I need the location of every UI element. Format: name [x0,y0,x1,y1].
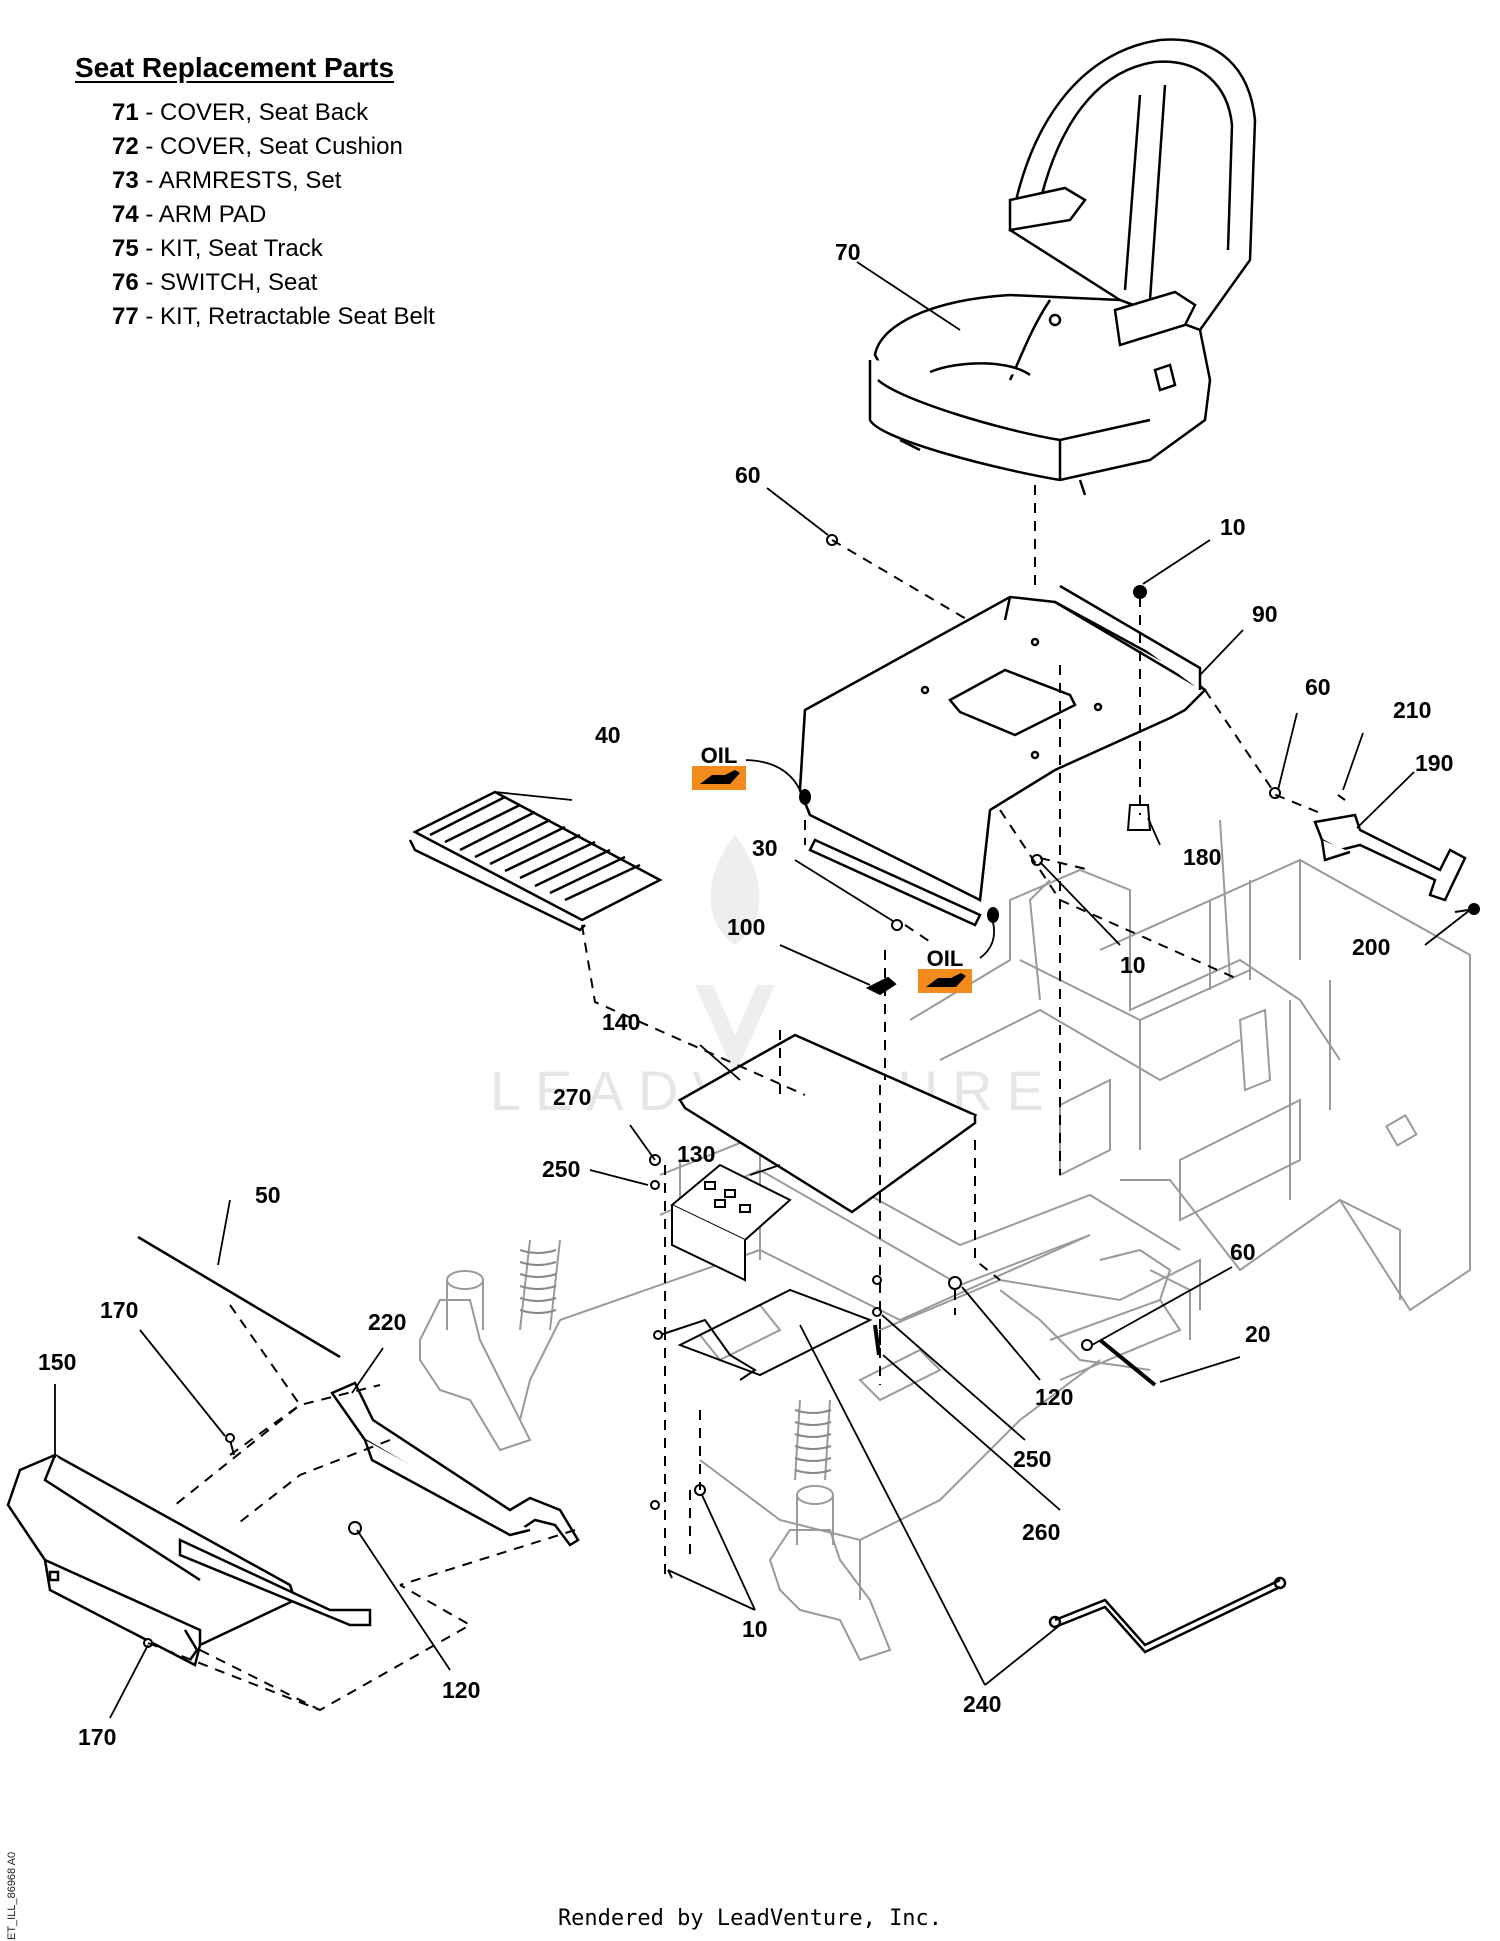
part-description: - ARM PAD [145,201,267,228]
seat-switch-bracket [1313,813,1467,902]
seat-replacement-parts-list: Seat Replacement Parts 71 - COVER, Seat … [75,52,495,334]
part-description: - SWITCH, Seat [145,269,318,296]
bumper-left [799,789,811,805]
linkage-rod [659,1318,757,1381]
callout-130: 130 [677,1141,715,1167]
callout-10: 10 [742,1616,768,1642]
oil-can-icon [926,973,966,987]
front-cover [6,1453,297,1667]
part-description: - ARMRESTS, Set [145,167,342,194]
callout-170: 170 [78,1724,116,1750]
part-number: 71 [112,99,139,126]
callout-250: 250 [1013,1446,1051,1472]
part-number: 77 [112,303,139,330]
part-description: - COVER, Seat Cushion [145,133,403,160]
seat-pan [798,584,1207,927]
list-item: 76 - SWITCH, Seat [75,266,495,300]
part-number: 75 [112,235,139,262]
assembly-lines [147,485,1326,1712]
oil-text-2: OIL [927,946,964,971]
callout-170: 170 [100,1297,138,1323]
callout-90: 90 [1252,601,1278,627]
callout-150: 150 [38,1349,76,1375]
watermark-logo [695,835,775,1075]
bumper-right [987,907,999,923]
list-item: 71 - COVER, Seat Back [75,96,495,130]
footer-credit: Rendered by LeadVenture, Inc. [557,1906,943,1931]
callout-60: 60 [1305,674,1331,700]
pin [1098,1338,1157,1387]
list-item: 74 - ARM PAD [75,198,495,232]
oil-leader-1 [742,759,801,791]
callout-270: 270 [553,1084,591,1110]
list-item: 77 - KIT, Retractable Seat Belt [75,300,495,334]
callout-140: 140 [602,1009,640,1035]
list-item: 75 - KIT, Seat Track [75,232,495,266]
floor-plate [677,1033,978,1214]
callout-250: 250 [542,1156,580,1182]
callouts: 70 60 10 90 60 210 190 40 30 180 100 10 … [38,239,1453,1750]
callout-10: 10 [1220,514,1246,540]
callout-40: 40 [595,722,621,748]
oil-label-2: OIL [918,943,972,993]
callout-20: 20 [1245,1321,1271,1347]
oil-label-1: OIL [692,740,746,790]
control-rod [1048,1576,1287,1654]
step-plate [670,1163,873,1377]
parts-list-title: Seat Replacement Parts [75,52,395,83]
callout-260: 260 [1022,1519,1060,1545]
callout-180: 180 [1183,844,1221,870]
callout-210: 210 [1393,697,1431,723]
callout-50: 50 [255,1182,281,1208]
leader-lines [54,261,1471,1719]
floor-mat [408,790,663,932]
shock-coils [519,1249,832,1474]
callout-100: 100 [727,914,765,940]
callout-60: 60 [1230,1239,1256,1265]
part-description: - COVER, Seat Back [145,99,369,126]
callout-240: 240 [963,1691,1001,1717]
callout-30: 30 [752,835,778,861]
seat-assembly [868,38,1257,496]
list-item: 73 - ARMRESTS, Set [75,164,495,198]
list-item: 72 - COVER, Seat Cushion [75,130,495,164]
callout-120: 120 [442,1677,480,1703]
part-number: 73 [112,167,139,194]
callout-70: 70 [835,239,861,265]
oil-text-1: OIL [701,743,738,768]
part-description: - KIT, Retractable Seat Belt [145,303,435,330]
callout-190: 190 [1415,750,1453,776]
oil-leader-2 [979,921,995,959]
callout-200: 200 [1352,934,1390,960]
cable-rod [137,1235,341,1359]
part-number: 76 [112,269,139,296]
part-description: - KIT, Seat Track [145,235,323,262]
callout-220: 220 [368,1309,406,1335]
oil-can-icon [700,770,740,784]
callout-60: 60 [735,462,761,488]
front-bracket [178,1381,580,1627]
part-number: 72 [112,133,139,160]
callout-120: 120 [1035,1384,1073,1410]
part-number: 74 [112,201,139,228]
callout-10: 10 [1120,952,1146,978]
